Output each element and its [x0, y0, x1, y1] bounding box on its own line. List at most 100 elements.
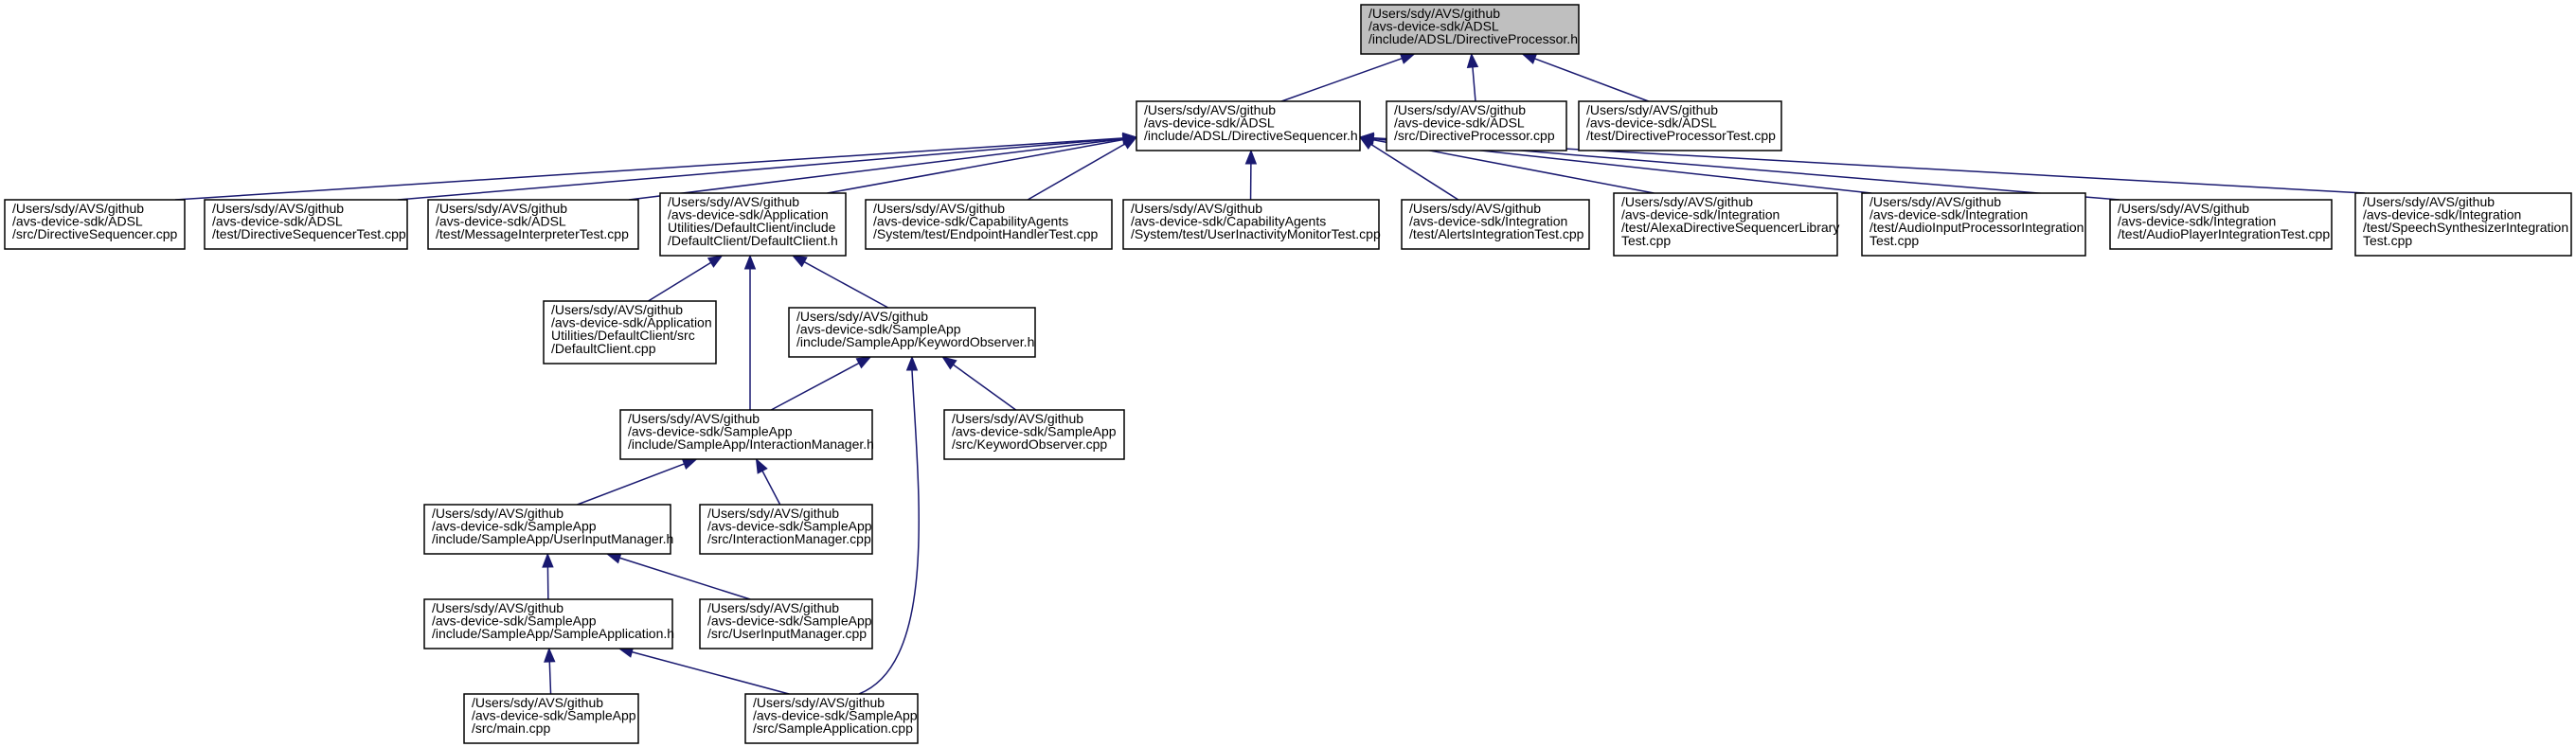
node-label-line: /System/test/EndpointHandlerTest.cpp — [873, 226, 1099, 241]
node-label-line: /avs-device-sdk/SampleApp — [472, 708, 636, 723]
node-box[interactable] — [1136, 100, 1361, 151]
node-box[interactable] — [2109, 199, 2333, 250]
node-box[interactable] — [699, 504, 873, 555]
arrowhead-icon — [1121, 136, 1138, 150]
node-label-line: /test/DirectiveSequencerTest.cpp — [212, 226, 406, 241]
node-label-line: /Users/sdy/AVS/github — [1368, 6, 1500, 21]
node-default-client-cpp[interactable]: /Users/sdy/AVS/github/avs-device-sdk/App… — [543, 300, 717, 365]
edge-keyword-observer-h-to-default-client-h — [791, 255, 889, 309]
node-box[interactable] — [423, 598, 673, 649]
node-sample-application-cpp[interactable]: /Users/sdy/AVS/github/avs-device-sdk/Sam… — [744, 693, 919, 744]
node-label-line: /avs-device-sdk/CapabilityAgents — [873, 214, 1068, 229]
edge-interaction-manager-h-to-keyword-observer-h — [770, 356, 872, 411]
node-interaction-manager-h[interactable]: /Users/sdy/AVS/github/avs-device-sdk/Sam… — [619, 409, 874, 460]
node-directive-processor-h[interactable]: /Users/sdy/AVS/github/avs-device-sdk/ADS… — [1360, 4, 1580, 55]
arrowhead-icon — [791, 255, 808, 268]
node-label-line: /Users/sdy/AVS/github — [873, 201, 1005, 216]
node-alerts-integration-test-cpp[interactable]: /Users/sdy/AVS/github/avs-device-sdk/Int… — [1401, 199, 1590, 250]
node-box[interactable] — [744, 693, 919, 744]
edge-directive-processor-test-cpp-to-directive-processor-h — [1521, 53, 1649, 102]
node-user-inactivity-monitor-test-cpp[interactable]: /Users/sdy/AVS/github/avs-device-sdk/Cap… — [1122, 199, 1381, 250]
node-label-line: /test/DirectiveProcessorTest.cpp — [1586, 128, 1776, 143]
node-speech-synthesizer-integration-test-cpp[interactable]: /Users/sdy/AVS/github/avs-device-sdk/Int… — [2354, 192, 2572, 257]
node-sample-application-h[interactable]: /Users/sdy/AVS/github/avs-device-sdk/Sam… — [423, 598, 674, 649]
edge-directive-sequencer-cpp-to-directive-sequencer-h — [174, 132, 1138, 201]
edge-line — [953, 364, 1017, 411]
edge-line — [648, 261, 711, 302]
node-box[interactable] — [1401, 199, 1590, 250]
arrowhead-icon — [1399, 52, 1416, 64]
node-box[interactable] — [204, 199, 408, 250]
node-label-line: /include/SampleApp/InteractionManager.h — [628, 436, 874, 452]
node-user-input-manager-cpp[interactable]: /Users/sdy/AVS/github/avs-device-sdk/Sam… — [699, 598, 873, 649]
node-box[interactable] — [619, 409, 873, 460]
node-box[interactable] — [2354, 192, 2572, 257]
node-label-line: /Users/sdy/AVS/github — [436, 201, 567, 216]
edge-directive-processor-cpp-to-directive-processor-h — [1466, 52, 1479, 102]
node-label-line: /src/InteractionManager.cpp — [707, 531, 871, 546]
node-label-line: /avs-device-sdk/Integration — [2363, 207, 2521, 222]
node-directive-sequencer-cpp[interactable]: /Users/sdy/AVS/github/avs-device-sdk/ADS… — [4, 199, 186, 250]
node-directive-processor-test-cpp[interactable]: /Users/sdy/AVS/github/avs-device-sdk/ADS… — [1578, 100, 1782, 151]
node-box[interactable] — [1386, 100, 1567, 151]
node-label-line: /avs-device-sdk/Integration — [1621, 207, 1780, 222]
node-label-line: /avs-device-sdk/SampleApp — [432, 519, 597, 534]
node-main-cpp[interactable]: /Users/sdy/AVS/github/avs-device-sdk/Sam… — [463, 693, 639, 744]
edge-line — [548, 661, 552, 695]
node-box[interactable] — [427, 199, 639, 250]
node-box[interactable] — [865, 199, 1113, 250]
edge-line — [397, 137, 1124, 201]
node-label-line: /Users/sdy/AVS/github — [707, 600, 839, 615]
node-label-line: /Users/sdy/AVS/github — [796, 309, 928, 324]
node-endpoint-handler-test-cpp[interactable]: /Users/sdy/AVS/github/avs-device-sdk/Cap… — [865, 199, 1113, 250]
node-box[interactable] — [4, 199, 186, 250]
node-directive-processor-cpp[interactable]: /Users/sdy/AVS/github/avs-device-sdk/ADS… — [1386, 100, 1567, 151]
node-label-line: /Users/sdy/AVS/github — [551, 302, 683, 317]
edge-interaction-manager-cpp-to-interaction-manager-h — [755, 457, 781, 506]
node-directive-sequencer-h[interactable]: /Users/sdy/AVS/github/avs-device-sdk/ADS… — [1136, 100, 1361, 151]
node-box[interactable] — [1861, 192, 2086, 257]
node-box[interactable] — [423, 504, 671, 555]
node-label-line: /Users/sdy/AVS/github — [1869, 194, 2001, 209]
node-box[interactable] — [699, 598, 873, 649]
node-label-line: /Users/sdy/AVS/github — [1586, 102, 1718, 117]
node-label-line: /test/MessageInterpreterTest.cpp — [436, 226, 629, 241]
node-label-line: Test.cpp — [2363, 233, 2412, 248]
node-label-line: /Users/sdy/AVS/github — [707, 506, 839, 521]
node-box[interactable] — [1578, 100, 1782, 151]
node-box[interactable] — [659, 192, 847, 257]
node-box[interactable] — [943, 409, 1125, 460]
node-label-line: /DefaultClient.cpp — [551, 341, 656, 356]
edge-line — [803, 261, 889, 309]
node-interaction-manager-cpp[interactable]: /Users/sdy/AVS/github/avs-device-sdk/Sam… — [699, 504, 873, 555]
node-keyword-observer-h[interactable]: /Users/sdy/AVS/github/avs-device-sdk/Sam… — [788, 307, 1036, 358]
node-label-line: Utilities/DefaultClient/include — [668, 220, 836, 235]
node-label-line: /src/DirectiveProcessor.cpp — [1394, 128, 1555, 143]
edge-endpoint-handler-test-cpp-to-directive-sequencer-h — [1027, 136, 1138, 201]
root-node-box[interactable] — [1360, 4, 1580, 55]
node-label-line: /avs-device-sdk/ADSL — [1586, 116, 1717, 131]
node-box[interactable] — [1613, 192, 1838, 257]
node-user-input-manager-h[interactable]: /Users/sdy/AVS/github/avs-device-sdk/Sam… — [423, 504, 673, 555]
node-box[interactable] — [1122, 199, 1380, 250]
node-directive-sequencer-test-cpp[interactable]: /Users/sdy/AVS/github/avs-device-sdk/ADS… — [204, 199, 408, 250]
node-default-client-h[interactable]: /Users/sdy/AVS/github/avs-device-sdk/App… — [659, 192, 847, 257]
node-keyword-observer-cpp[interactable]: /Users/sdy/AVS/github/avs-device-sdk/Sam… — [943, 409, 1125, 460]
node-label-line: /Users/sdy/AVS/github — [1394, 102, 1526, 117]
node-audio-input-processor-integration-test-cpp[interactable]: /Users/sdy/AVS/github/avs-device-sdk/Int… — [1861, 192, 2086, 257]
node-label-line: /avs-device-sdk/ADSL — [12, 214, 143, 229]
edge-sample-application-h-to-user-input-manager-h — [542, 552, 554, 600]
edge-directive-sequencer-h-to-directive-processor-h — [1280, 52, 1416, 102]
node-message-interpreter-test-cpp[interactable]: /Users/sdy/AVS/github/avs-device-sdk/ADS… — [427, 199, 639, 250]
node-audio-player-integration-test-cpp[interactable]: /Users/sdy/AVS/github/avs-device-sdk/Int… — [2109, 199, 2333, 250]
edge-line — [577, 463, 685, 506]
node-box[interactable] — [463, 693, 639, 744]
node-label-line: /src/main.cpp — [472, 720, 550, 736]
node-label-line: Utilities/DefaultClient/src — [551, 328, 695, 343]
node-label-line: /avs-device-sdk/SampleApp — [707, 614, 872, 629]
node-label-line: /test/AudioPlayerIntegrationTest.cpp — [2118, 226, 2330, 241]
node-box[interactable] — [788, 307, 1036, 358]
node-box[interactable] — [543, 300, 717, 365]
node-alexa-directive-sequencer-library-test-cpp[interactable]: /Users/sdy/AVS/github/avs-device-sdk/Int… — [1613, 192, 1839, 257]
arrowhead-icon — [707, 255, 724, 268]
